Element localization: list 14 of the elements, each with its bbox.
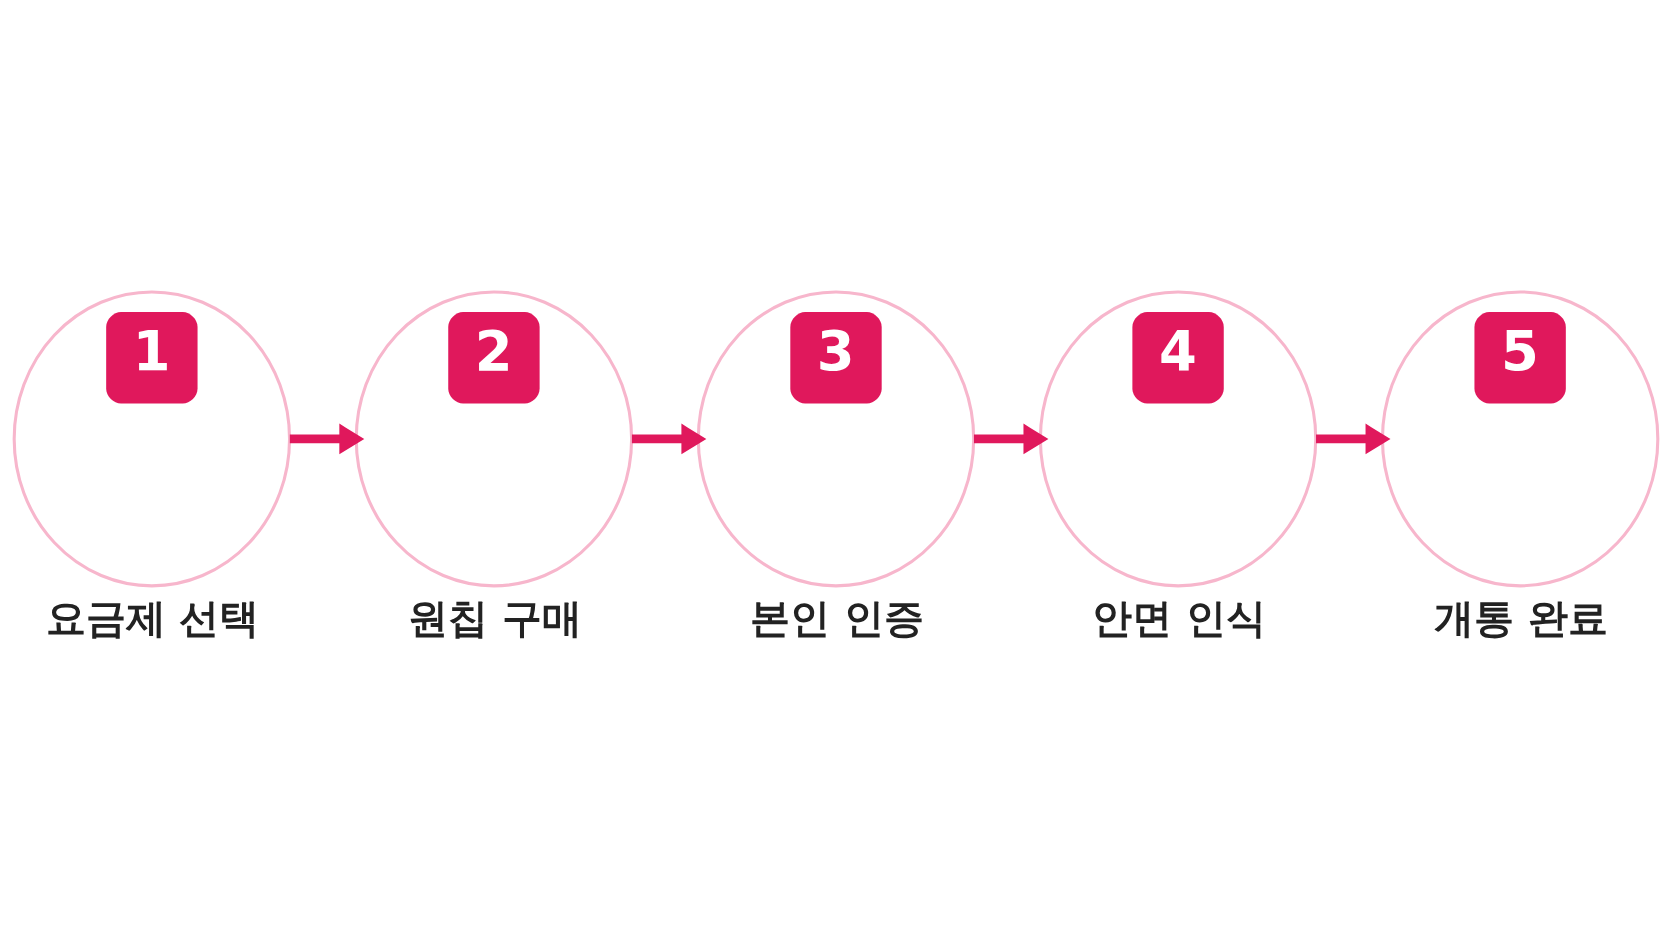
node-circle: 3 — [696, 289, 976, 587]
node-circle: 4 — [1038, 289, 1318, 587]
node-label: 본인 인증 — [750, 594, 924, 641]
arrow — [973, 423, 1049, 454]
node-circle: 2 — [354, 289, 634, 587]
node-label: 요금제 선택 — [45, 594, 260, 641]
node-circle: 1 — [12, 289, 292, 587]
node-label: 원칩 구매 — [408, 594, 582, 641]
node-label: 안면 인식 — [1092, 594, 1267, 641]
node-circle: 5 — [1380, 289, 1660, 587]
arrow — [289, 423, 365, 454]
arrow — [1316, 423, 1391, 454]
node-label: 개통 완료 — [1434, 594, 1609, 641]
arrow — [631, 423, 707, 454]
